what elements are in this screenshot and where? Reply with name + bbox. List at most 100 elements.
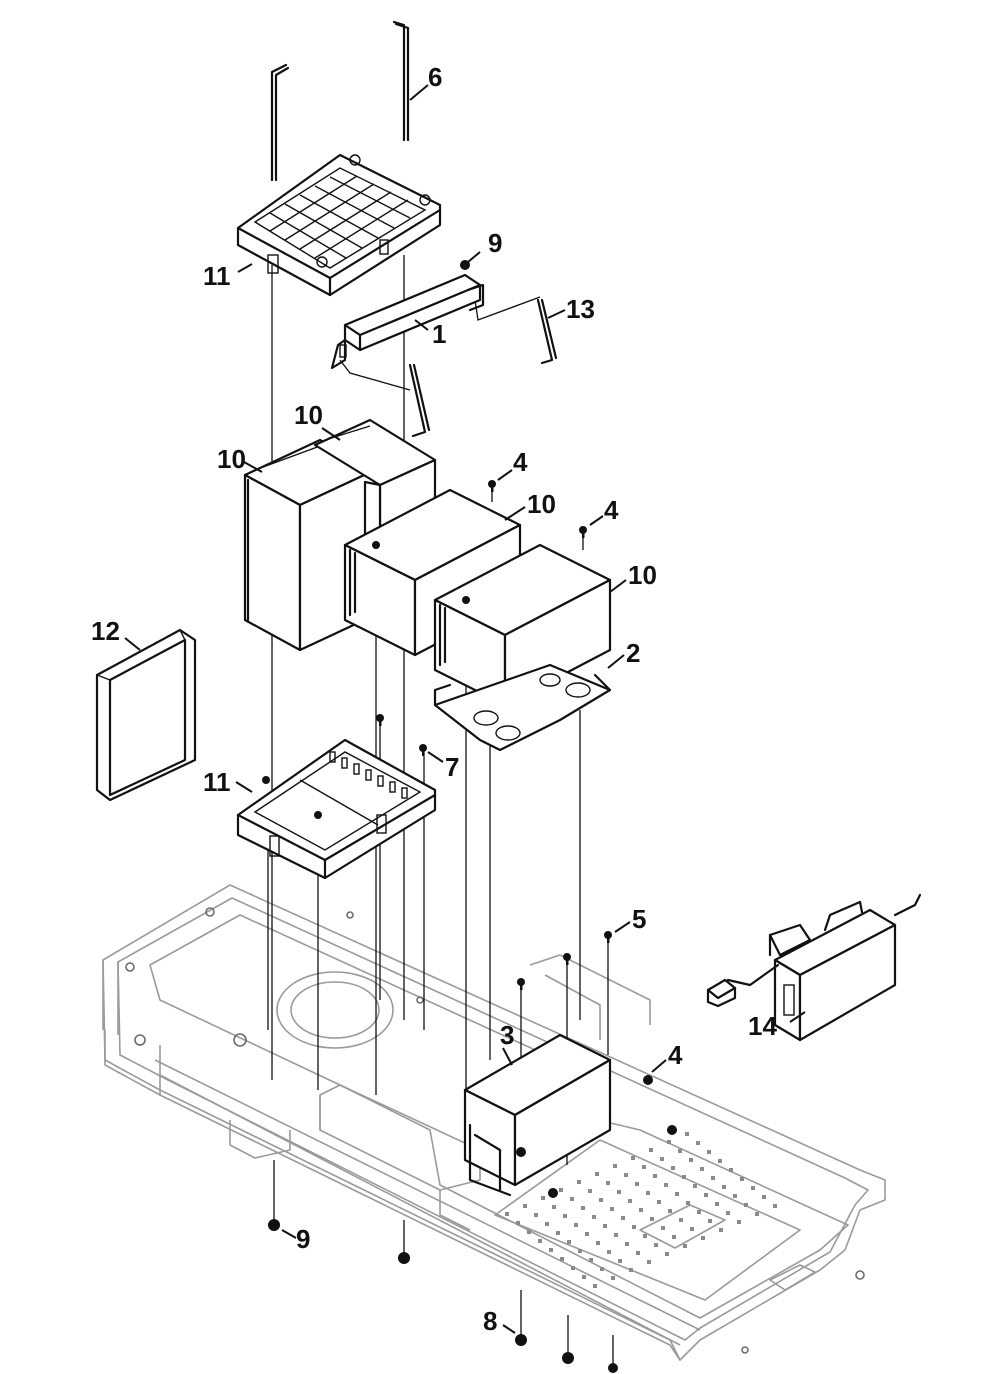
grate-hole xyxy=(577,1180,581,1184)
grate-hole xyxy=(593,1284,597,1288)
grate-hole xyxy=(585,1232,589,1236)
grate-hole xyxy=(708,1219,712,1223)
bolt-front xyxy=(462,596,470,604)
nut-frame xyxy=(667,1125,677,1135)
grate-hole xyxy=(606,1181,610,1185)
grate-hole xyxy=(595,1172,599,1176)
callout-leaders xyxy=(124,84,806,1334)
grate-hole xyxy=(733,1194,737,1198)
tray-grid-line xyxy=(299,194,379,239)
bolt-4-b xyxy=(579,526,587,538)
bolt-4-a xyxy=(488,480,496,492)
grate-hole xyxy=(660,1157,664,1161)
nut-housing xyxy=(516,1147,526,1157)
tray-grid-line xyxy=(284,183,375,241)
callout-10-middle: 10 xyxy=(527,489,556,519)
grate-hole xyxy=(635,1182,639,1186)
grate-hole xyxy=(552,1205,556,1209)
grate-hole xyxy=(683,1244,687,1248)
callout-labels: 6 11 9 13 1 10 10 4 10 4 10 2 12 7 11 5 … xyxy=(91,62,777,1336)
grate-hole xyxy=(639,1208,643,1212)
callout-14: 14 xyxy=(748,1011,777,1041)
grate-hole xyxy=(726,1211,730,1215)
grate-hole xyxy=(621,1216,625,1220)
grate-hole xyxy=(613,1164,617,1168)
grate-hole xyxy=(642,1165,646,1169)
grate-hole xyxy=(751,1186,755,1190)
callout-10-front: 10 xyxy=(628,560,657,590)
tray-rib xyxy=(377,775,384,787)
callout-10-top: 10 xyxy=(294,400,323,430)
grate-hole xyxy=(589,1258,593,1262)
grate-hole xyxy=(588,1189,592,1193)
grate-hole xyxy=(773,1204,777,1208)
grate-hole xyxy=(610,1207,614,1211)
grate-hole xyxy=(582,1275,586,1279)
tray-grid-line xyxy=(314,185,395,229)
nut-8-a xyxy=(515,1334,527,1346)
grate-hole xyxy=(549,1248,553,1252)
grate-hole xyxy=(618,1259,622,1263)
grate-hole xyxy=(596,1241,600,1245)
callout-10-left: 10 xyxy=(217,444,246,474)
nut-housing-b xyxy=(548,1188,558,1198)
grate-hole xyxy=(704,1193,708,1197)
hold-down-rod-13 xyxy=(536,298,558,365)
hold-down-rod-lower xyxy=(408,363,431,438)
grate-hole xyxy=(600,1267,604,1271)
callout-4-bottom: 4 xyxy=(668,1040,683,1070)
grate-hole xyxy=(574,1223,578,1227)
grate-hole xyxy=(636,1251,640,1255)
tray-grid-line xyxy=(269,212,347,259)
callout-13: 13 xyxy=(566,294,595,324)
grate-hole xyxy=(650,1217,654,1221)
grate-hole xyxy=(740,1177,744,1181)
battery-charger xyxy=(706,893,922,1042)
grate-hole xyxy=(516,1221,520,1225)
grate-hole xyxy=(599,1198,603,1202)
grate-hole xyxy=(646,1191,650,1195)
hold-down-bracket xyxy=(330,273,485,370)
grate-hole xyxy=(649,1148,653,1152)
grate-hole xyxy=(718,1159,722,1163)
grate-hole xyxy=(686,1201,690,1205)
grate-hole xyxy=(538,1239,542,1243)
callout-8: 8 xyxy=(483,1306,497,1336)
callout-11-bottom: 11 xyxy=(203,767,231,797)
callout-4-right: 4 xyxy=(604,495,619,525)
grate-hole xyxy=(581,1206,585,1210)
grate-hole xyxy=(647,1260,651,1264)
grate-hole xyxy=(696,1141,700,1145)
tray-rib xyxy=(389,781,396,793)
grate-hole xyxy=(563,1214,567,1218)
grate-hole xyxy=(559,1188,563,1192)
battery-housing xyxy=(463,1033,612,1197)
grate-hole xyxy=(685,1132,689,1136)
grate-hole xyxy=(534,1213,538,1217)
battery-front xyxy=(433,543,612,707)
nut-9-top xyxy=(460,260,470,270)
grate-hole xyxy=(560,1257,564,1261)
grate-hole xyxy=(762,1195,766,1199)
grate-hole xyxy=(719,1228,723,1232)
callout-2: 2 xyxy=(626,638,640,668)
bolt-5-a xyxy=(604,931,612,943)
grate-hole xyxy=(523,1204,527,1208)
grate-hole xyxy=(722,1185,726,1189)
nut-9-bottom xyxy=(268,1219,280,1231)
grate-hole xyxy=(707,1150,711,1154)
grate-hole xyxy=(690,1227,694,1231)
callout-5: 5 xyxy=(632,904,646,934)
grate-hole xyxy=(737,1220,741,1224)
grate-hole xyxy=(570,1197,574,1201)
battery-tray-bottom xyxy=(236,738,437,880)
grate-hole xyxy=(631,1156,635,1160)
callout-7: 7 xyxy=(445,752,459,782)
grate-hole xyxy=(657,1200,661,1204)
side-shield-panel xyxy=(95,628,197,802)
grate-hole xyxy=(629,1268,633,1272)
bolt-tray-a xyxy=(262,776,270,784)
grate-hole xyxy=(628,1199,632,1203)
grate-hole xyxy=(571,1266,575,1270)
